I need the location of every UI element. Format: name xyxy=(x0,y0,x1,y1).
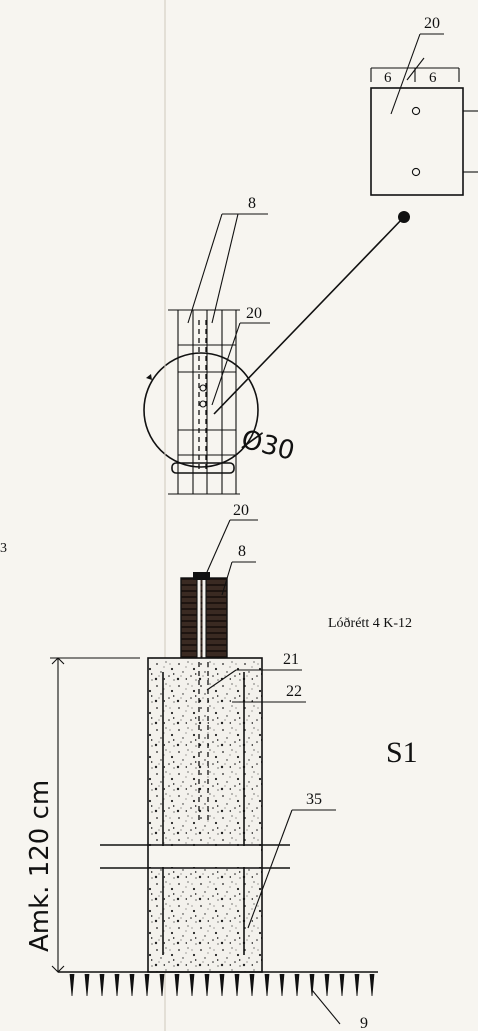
plate-label: 20 xyxy=(424,15,440,32)
ground-tick xyxy=(204,973,210,997)
ground-tick xyxy=(324,973,330,997)
foundation-section: 20 8 21 22 35 Amk. 120 cm 9 Lóðrétt 4 K-… xyxy=(0,502,418,1031)
ground-tick xyxy=(129,973,135,997)
ground-tick xyxy=(279,973,285,997)
rebar-leader xyxy=(187,213,223,324)
ground-tick xyxy=(189,973,195,997)
height-label: Amk. 120 cm xyxy=(25,780,55,952)
plate-dim-right: 6 xyxy=(429,70,437,86)
ground-tick xyxy=(174,973,180,997)
ground-tick xyxy=(69,973,75,997)
concrete-footing xyxy=(147,657,263,973)
anchor-plate-outline xyxy=(370,87,464,196)
bolt-hole xyxy=(411,167,421,177)
ground-tick xyxy=(369,973,375,997)
post-detail: Ø30 8 20 xyxy=(143,195,298,495)
post-base-plate xyxy=(171,462,235,474)
ground-tick xyxy=(84,973,90,997)
label-22: 22 xyxy=(286,683,302,700)
label-21: 21 xyxy=(283,651,299,668)
top-plate-label: 20 xyxy=(233,502,249,519)
ground-tick xyxy=(339,973,345,997)
detail-circle xyxy=(143,352,259,468)
plate-label-2: 20 xyxy=(246,305,262,322)
label-35: 35 xyxy=(306,791,322,808)
ground-tick xyxy=(99,973,105,997)
section-code: S1 xyxy=(386,736,418,769)
bolt-head xyxy=(193,572,210,580)
plate-dim-left: 6 xyxy=(384,70,392,86)
ground-tick xyxy=(354,973,360,997)
ground-tick xyxy=(234,973,240,997)
ground-tick xyxy=(144,973,150,997)
ground-tick xyxy=(309,973,315,997)
callout-dot xyxy=(398,211,410,223)
ground-label: 9 xyxy=(360,1015,368,1031)
plate-leader xyxy=(390,33,421,115)
ground-tick xyxy=(219,973,225,997)
plate-detail: 6 6 20 xyxy=(370,15,478,196)
top-rebar-label: 8 xyxy=(238,543,246,560)
ground-hatch xyxy=(69,973,375,997)
plate-leader-2 xyxy=(211,322,241,406)
rebar-note: Lóðrétt 4 K-12 xyxy=(328,616,412,631)
rebar-label-top: 8 xyxy=(248,195,256,212)
diameter-label: Ø30 xyxy=(238,425,297,467)
ground-tick xyxy=(159,973,165,997)
ground-tick xyxy=(249,973,255,997)
ground-tick xyxy=(114,973,120,997)
detail-callout-line xyxy=(213,216,405,415)
edge-mark: 3 xyxy=(0,541,7,556)
ground-tick xyxy=(264,973,270,997)
ground-tick xyxy=(294,973,300,997)
bolt-hole xyxy=(411,106,421,116)
